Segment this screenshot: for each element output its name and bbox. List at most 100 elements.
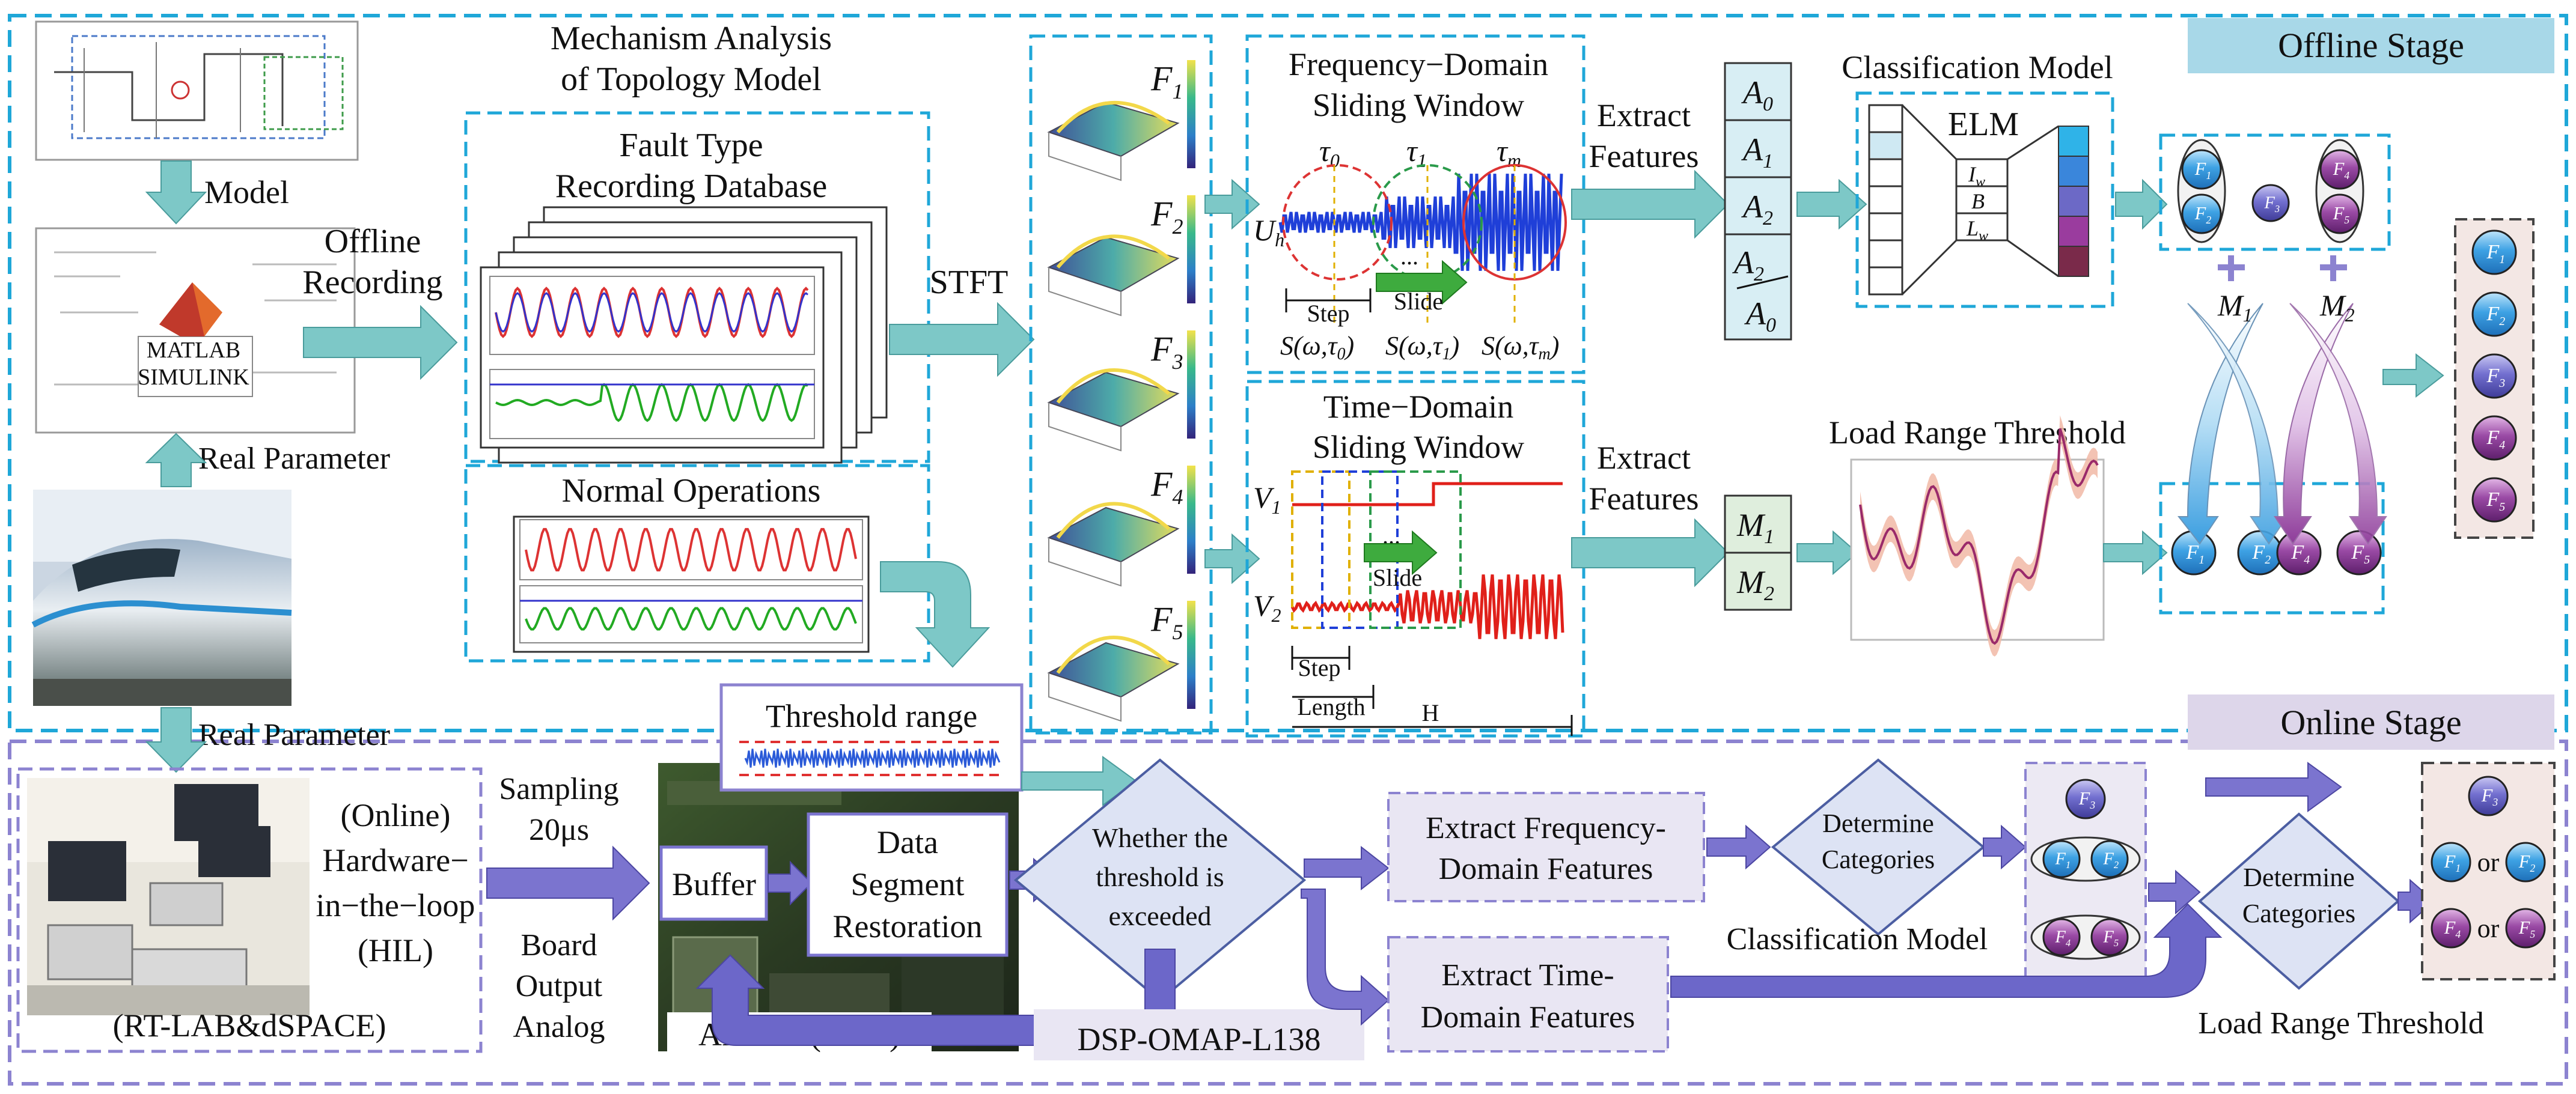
s1-label: S(ω,τ1) [1385, 331, 1459, 363]
offline-label: Offline [325, 223, 421, 260]
class-circle-f5: F5 [2471, 477, 2517, 523]
class-circle-f2: F2 [2237, 530, 2283, 576]
arrow-determine-to-classes [1983, 824, 2027, 870]
online-stage-label: Online Stage [2280, 703, 2461, 742]
colorbar-5 [1187, 601, 1195, 709]
extract-freq-label-2: Domain Features [1439, 852, 1653, 886]
arrow-a-to-elm [1796, 178, 1867, 230]
slide-label-freq: Slide [1394, 288, 1443, 315]
classification-model-title: Classification Model [1842, 49, 2113, 85]
class-circle-f3: F3 [2251, 184, 2290, 222]
dsp-label: DSP-OMAP-L138 [1077, 1021, 1320, 1057]
window-ellipse-0 [1282, 164, 1393, 281]
arrow-to-freq-window [1204, 178, 1260, 230]
class-circle-f2: F2 [2181, 193, 2222, 234]
sampling-label: Sampling [499, 772, 618, 806]
stft-surface-4: F4 [1047, 464, 1195, 587]
threshold-range-label: Threshold range [766, 698, 977, 734]
stft-surface-1: F1 [1047, 59, 1195, 181]
slide-arrow-freq [1376, 260, 1468, 305]
recording-database-title: Recording Database [555, 168, 827, 205]
elm-network: Iw B Lw [1868, 104, 2089, 296]
rtlab-dspace-label: (RT-LAB&dSPACE) [113, 1007, 386, 1044]
stft-surfaces-frame [1029, 34, 1213, 735]
frequency-features-column: A0 A1 A2 A2 A0 [1724, 62, 1792, 341]
uh-label: Uh [1253, 213, 1284, 251]
time-window-title-2: Sliding Window [1313, 429, 1524, 465]
arrow-diamond-to-time [1301, 889, 1390, 1026]
train-photo [31, 490, 292, 706]
arrow-long-to-final [2205, 762, 2342, 812]
determine-label-1: Determine [1822, 809, 1934, 838]
hil-label-3: in−the−loop [316, 887, 475, 923]
arrow-offline-recording [303, 305, 458, 380]
colorbar-3 [1187, 330, 1195, 439]
extract-features-bottom-2: Features [1589, 481, 1699, 517]
class-circle-f4: F4 [2276, 530, 2322, 576]
threshold-range-panel: Threshold range [719, 683, 1024, 792]
output-label: Output [516, 969, 603, 1003]
class-circle-f4: F4 [2042, 918, 2081, 956]
determine-label-4: Categories [2242, 899, 2355, 928]
svg-text:F3: F3 [2264, 193, 2280, 214]
buffer-label: Buffer [672, 866, 756, 902]
svg-text:F5: F5 [2486, 488, 2505, 514]
h-label: H [1422, 699, 1439, 726]
extract-features-bottom-1: Extract [1597, 440, 1691, 476]
class-circle-f1: F1 [2042, 840, 2081, 878]
real-parameter-top-label: Real Parameter [198, 442, 390, 476]
class-circle-f3: F3 [2065, 779, 2106, 819]
class-output-frame-top [2159, 133, 2391, 251]
analog-label: Analog [513, 1010, 605, 1044]
arrow-real-param-up [145, 433, 207, 487]
plus-icon-m1 [2218, 255, 2245, 281]
arrow-diamond-to-freq [1304, 845, 1390, 891]
arrow-sampling [486, 845, 650, 921]
normal-operations-frame [464, 464, 930, 663]
data-segment-label-2: Segment [851, 866, 965, 902]
class-circle-f5: F5 [2505, 908, 2546, 949]
extract-time-box [1387, 936, 1669, 1053]
normal-waveform-panel [513, 515, 870, 653]
time-window-rect-0 [1291, 470, 1351, 629]
arrow-stft [889, 302, 1035, 377]
fault-type-title: Fault Type [619, 127, 763, 164]
mechanism-title-2: of Topology Model [561, 61, 822, 98]
arrow-extract-freq [1571, 169, 1729, 239]
class-circle-f5: F5 [2336, 530, 2382, 576]
circuit-model-image [35, 20, 359, 161]
data-segment-label-3: Restoration [833, 908, 983, 944]
class-circle-f4: F4 [2431, 908, 2471, 949]
class-circle-f1: F1 [2181, 149, 2222, 190]
data-segment-label-1: Data [877, 824, 938, 860]
fault-waveform-stack [480, 206, 888, 464]
class-circle-f4: F4 [2319, 149, 2360, 190]
curve-m1-blue-2 [2187, 303, 2288, 545]
surface-label-f4: F4 [1150, 464, 1183, 509]
hil-label-2: Hardware− [322, 842, 468, 878]
determine-label-3: Determine [2243, 863, 2355, 892]
arrow-freq-to-determine [1706, 824, 1771, 870]
offline-stage-tag [2188, 18, 2554, 73]
extract-features-top-2: Features [1589, 138, 1699, 174]
stft-surface-3: F3 [1047, 329, 1195, 452]
class-circle-f3: F3 [2468, 776, 2509, 816]
surface-label-f2: F2 [1150, 194, 1183, 239]
load-range-chart [1850, 415, 2105, 657]
class-circle-f3: F3 [2471, 353, 2517, 399]
offline-stage-label: Offline Stage [2278, 26, 2464, 65]
feature-a2-over-a0-num: A2 [1732, 245, 1764, 285]
arrow-to-final [2382, 353, 2444, 398]
length-label: Length [1297, 693, 1365, 720]
m2-curve-label: M2 [2319, 288, 2355, 326]
class-circle-f1: F1 [2471, 229, 2517, 275]
or-label-1: or [2477, 848, 2500, 877]
time-window-title-1: Time−Domain [1323, 389, 1514, 425]
arrow-m-to-chart [1796, 530, 1858, 576]
plus-icon-m2 [2320, 255, 2347, 281]
